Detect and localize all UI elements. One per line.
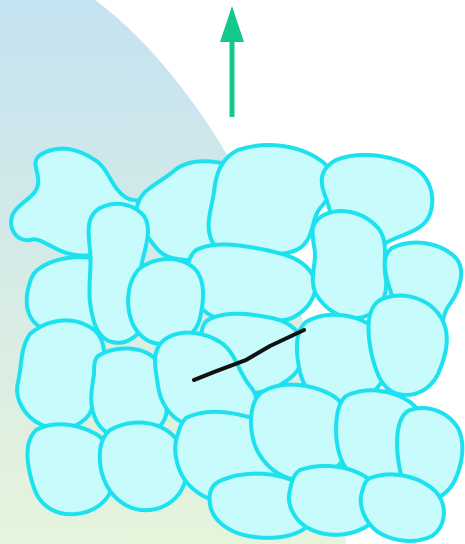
grain [100, 423, 187, 511]
grain [188, 245, 316, 321]
grain-cluster [11, 145, 462, 541]
grain [17, 320, 104, 428]
grain [368, 296, 446, 395]
arrow-up-icon [220, 6, 244, 117]
